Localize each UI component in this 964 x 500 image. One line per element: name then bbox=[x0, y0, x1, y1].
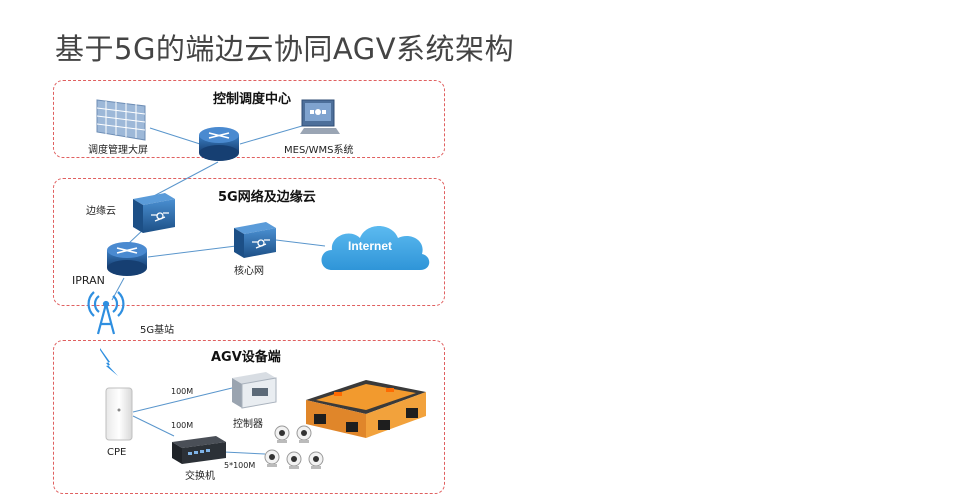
link-label-cpe-controller: 100M bbox=[171, 387, 194, 396]
switch-icon bbox=[172, 436, 226, 464]
base-station-label: 5G基站 bbox=[140, 325, 175, 336]
internet-cloud-icon bbox=[321, 226, 430, 270]
big-screen-label: 调度管理大屏 bbox=[88, 145, 148, 156]
ipran-label: IPRAN bbox=[72, 274, 105, 287]
controller-label: 控制器 bbox=[233, 419, 263, 430]
antenna-icon bbox=[87, 291, 125, 335]
connection-lines bbox=[111, 125, 326, 455]
mes-wms-label: MES/WMS系统 bbox=[284, 145, 354, 156]
controller-icon bbox=[232, 372, 277, 409]
cpe-label: CPE bbox=[107, 447, 127, 458]
page-title: 基于5G的端边云协同AGV系统架构 bbox=[55, 32, 515, 66]
computer-icon bbox=[300, 99, 340, 134]
edge-cloud-label: 边缘云 bbox=[86, 206, 116, 217]
core-network-label: 核心网 bbox=[234, 266, 264, 277]
agv-vehicle-icon bbox=[306, 380, 426, 438]
big-screen-icon bbox=[96, 99, 146, 141]
network-edge-title: 5G网络及边缘云 bbox=[218, 190, 316, 205]
network-edge-zone bbox=[53, 178, 445, 306]
control-center-zone bbox=[53, 80, 445, 158]
link-label-cpe-switch: 100M bbox=[171, 421, 194, 430]
wireless-signal-icon bbox=[100, 348, 118, 376]
ipran-router-icon bbox=[107, 242, 147, 276]
core-network-icon bbox=[234, 222, 276, 258]
router-icon bbox=[199, 127, 239, 161]
switch-label: 交换机 bbox=[185, 471, 215, 482]
agv-side-zone bbox=[53, 340, 445, 494]
cpe-icon bbox=[105, 387, 133, 441]
link-label-switch-cameras: 5*100M bbox=[224, 461, 256, 470]
control-center-title: 控制调度中心 bbox=[213, 92, 292, 107]
edge-cloud-icon bbox=[133, 193, 175, 233]
internet-label: Internet bbox=[348, 239, 392, 253]
agv-side-title: AGV设备端 bbox=[211, 350, 281, 365]
camera-icon bbox=[264, 425, 324, 469]
